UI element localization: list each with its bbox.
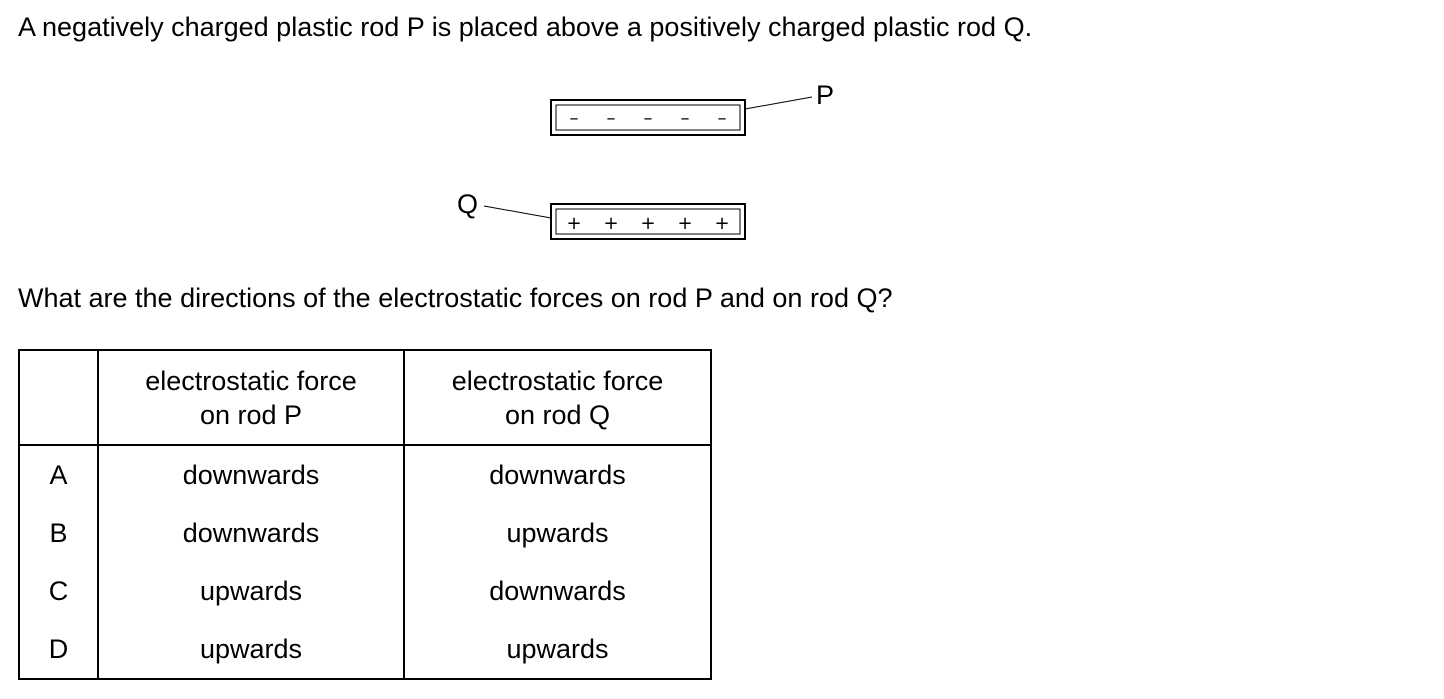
- answer-options-table: electrostatic force on rod P electrostat…: [18, 349, 712, 680]
- force-on-q: upwards: [403, 620, 712, 680]
- option-letter: D: [18, 620, 99, 680]
- charged-rods-figure: – – – – – P + + + + + Q: [457, 80, 834, 240]
- rod-p-leader-line: [744, 96, 813, 110]
- header-force-p: electrostatic force on rod P: [97, 349, 405, 446]
- rod-q-charge: +: [714, 213, 729, 234]
- force-on-p: upwards: [97, 620, 405, 680]
- header-force-q-line: on rod Q: [504, 399, 611, 430]
- table-row: B downwards upwards: [18, 504, 712, 562]
- rod-q-charge: +: [640, 213, 655, 234]
- header-letter-cell: [18, 349, 99, 446]
- table-header-row: electrostatic force on rod P electrostat…: [18, 349, 712, 446]
- rod-q: + + + + +: [550, 203, 746, 240]
- header-force-q: electrostatic force on rod Q: [403, 349, 712, 446]
- rod-q-leader-line: [483, 205, 552, 219]
- table-row: C upwards downwards: [18, 562, 712, 620]
- header-force-q-line: electrostatic force: [451, 365, 664, 396]
- question-intro: A negatively charged plastic rod P is pl…: [18, 12, 1033, 42]
- force-on-p: upwards: [97, 562, 405, 620]
- rod-q-charge: +: [603, 213, 618, 234]
- option-letter: C: [18, 562, 99, 620]
- force-on-q: downwards: [403, 562, 712, 620]
- rod-p-label: P: [816, 80, 834, 110]
- rod-p: – – – – –: [550, 99, 746, 136]
- rod-q-charge: +: [566, 213, 581, 234]
- force-on-q: upwards: [403, 504, 712, 562]
- table-row: A downwards downwards: [18, 445, 712, 504]
- question-prompt: What are the directions of the electrost…: [18, 283, 893, 313]
- rod-p-charge: –: [718, 108, 727, 129]
- force-on-p: downwards: [97, 504, 405, 562]
- rod-p-charge: –: [644, 108, 653, 129]
- rod-q-charge: +: [677, 213, 692, 234]
- header-force-p-line: electrostatic force: [145, 365, 357, 396]
- rod-p-charge: –: [607, 108, 616, 129]
- rod-q-label: Q: [457, 189, 478, 219]
- option-letter: B: [18, 504, 99, 562]
- header-force-p-line: on rod P: [199, 399, 303, 430]
- force-on-q: downwards: [403, 445, 712, 504]
- rod-p-charge: –: [681, 108, 690, 129]
- force-on-p: downwards: [97, 445, 405, 504]
- charged-rods-diagram: – – – – – P + + + + + Q: [440, 75, 860, 255]
- table-row: D upwards upwards: [18, 620, 712, 680]
- rod-p-charge: –: [570, 108, 579, 129]
- option-letter: A: [18, 445, 99, 504]
